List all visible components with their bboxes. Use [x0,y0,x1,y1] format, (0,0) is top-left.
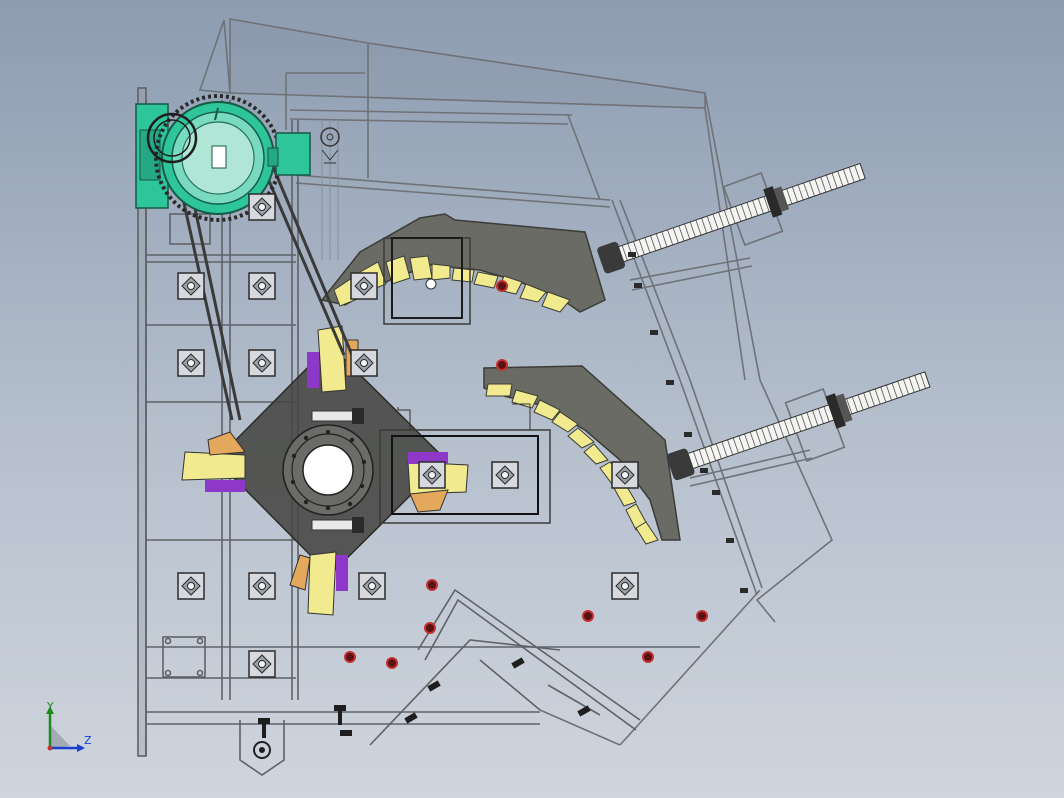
red-bolt [696,610,708,622]
square-bolt [350,349,378,377]
red-bolt [426,579,438,591]
square-bolt [248,193,276,221]
lower-impact-plate [483,365,681,545]
frame-stripes [321,120,339,260]
square-bolt [491,461,519,489]
square-bolt [248,349,276,377]
z-axis-label: Z [84,734,92,747]
housing-frame [198,18,846,746]
square-bolt [177,272,205,300]
y-axis-label: Y [47,700,54,713]
red-bolt [496,280,508,292]
red-bolt [642,651,654,663]
motor-icon [267,127,340,176]
square-bolt [611,461,639,489]
square-bolt [418,461,446,489]
square-bolt [248,572,276,600]
square-bolt [248,272,276,300]
rail-bolts [628,252,748,593]
fasteners [253,657,591,759]
upper-impact-plate [320,213,606,325]
red-bolt [386,657,398,669]
square-bolt [177,572,205,600]
axis-triad [46,706,85,752]
square-bolt [248,650,276,678]
lower-adjusting-screw-icon [666,371,931,481]
red-bolt [424,622,436,634]
left-frame [137,87,700,776]
red-bolt [496,359,508,371]
red-bolt [344,651,356,663]
square-bolt [177,349,205,377]
drive-belts [178,149,354,421]
red-bolt [582,610,594,622]
square-bolt [611,572,639,600]
upper-adjusting-screw-icon [597,162,866,274]
square-bolt-heads [177,193,639,678]
square-bolt [358,572,386,600]
square-bolt [350,272,378,300]
bolt-icon [344,280,708,669]
